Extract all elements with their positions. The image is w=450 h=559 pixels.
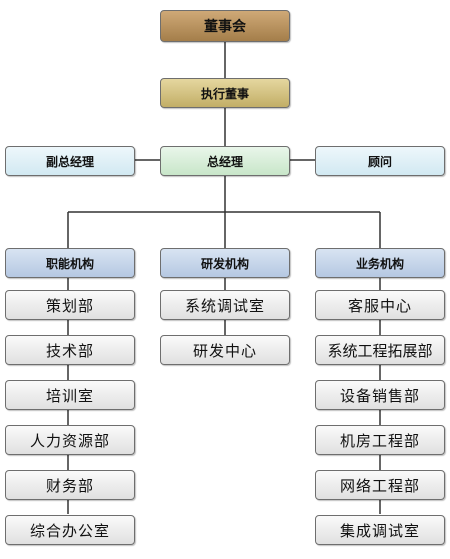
unit-customer-service: 客服中心 <box>315 290 445 320</box>
unit-hr: 人力资源部 <box>5 425 135 455</box>
unit-network-engineering: 网络工程部 <box>315 470 445 500</box>
unit-system-engineering: 系统工程拓展部 <box>315 335 445 365</box>
rnd-dept-header: 研发机构 <box>160 248 290 278</box>
unit-equipment-sales: 设备销售部 <box>315 380 445 410</box>
functional-dept-header: 职能机构 <box>5 248 135 278</box>
deputy-gm-box: 副总经理 <box>5 146 135 176</box>
advisor-box: 顾问 <box>315 146 445 176</box>
unit-rnd-center: 研发中心 <box>160 335 290 365</box>
unit-general-office: 综合办公室 <box>5 515 135 545</box>
unit-integration-debug-room: 集成调试室 <box>315 515 445 545</box>
unit-finance: 财务部 <box>5 470 135 500</box>
executive-director-box: 执行董事 <box>160 78 290 108</box>
unit-training: 培训室 <box>5 380 135 410</box>
board-box: 董事会 <box>160 10 290 42</box>
unit-system-debug-room: 系统调试室 <box>160 290 290 320</box>
unit-planning: 策划部 <box>5 290 135 320</box>
business-dept-header: 业务机构 <box>315 248 445 278</box>
unit-technical: 技术部 <box>5 335 135 365</box>
general-manager-box: 总经理 <box>160 146 290 176</box>
unit-server-room-engineering: 机房工程部 <box>315 425 445 455</box>
